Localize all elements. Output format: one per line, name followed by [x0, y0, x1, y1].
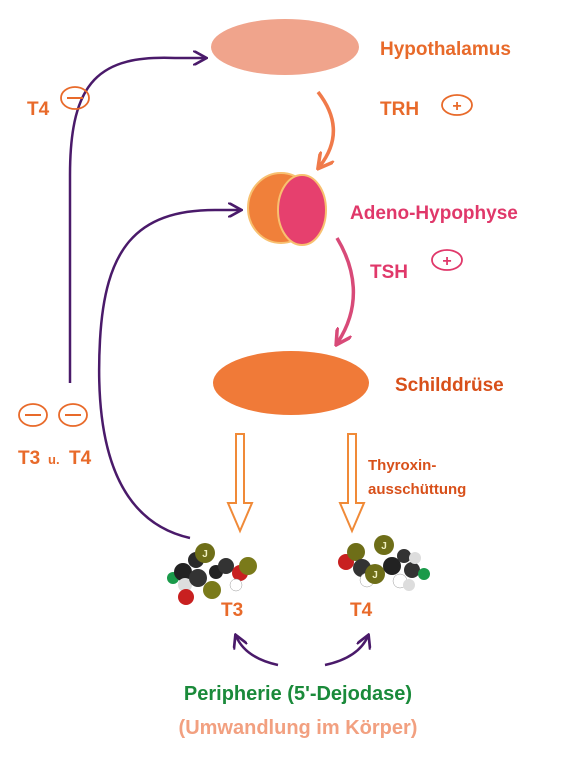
- thyroid-shape: [213, 351, 369, 415]
- svg-text:+: +: [442, 253, 451, 270]
- thyroxin-label-line2: ausschüttung: [368, 481, 466, 498]
- minus-circle-icon: [58, 403, 88, 427]
- t4-label: T4: [350, 600, 373, 621]
- minus-circle-icon: [60, 86, 90, 110]
- t3-feedback-label: T3: [18, 448, 40, 469]
- svg-text:J: J: [381, 541, 387, 552]
- umwandlung-label: (Umwandlung im Körper): [179, 717, 418, 739]
- hypothalamus-label: Hypothalamus: [380, 39, 511, 60]
- hypothalamus-shape: [211, 19, 359, 75]
- arrow-peripherie-to-t3: [236, 636, 279, 667]
- adeno-hypophysis-label: Adeno-Hypophyse: [350, 203, 518, 224]
- trh-label: TRH: [380, 99, 419, 120]
- peripherie-label: Peripherie (5'-Dejodase): [184, 683, 412, 705]
- molecule-icon: J: [167, 543, 257, 605]
- arrow-hypophysis-to-thyroid: [337, 237, 356, 342]
- arrow-hypothalamus-to-hypophysis: [318, 90, 335, 166]
- feedback-arrow-t3-to-hypophysis: [97, 210, 240, 540]
- plus-circle-icon: +: [431, 249, 463, 271]
- feedback-arrow-t4-to-hypothalamus: [68, 58, 205, 383]
- molecule-icon: J J: [338, 535, 430, 591]
- hollow-arrow-t3: [226, 433, 254, 534]
- minus-circle-icon: [18, 403, 48, 427]
- arrow-peripherie-to-t4: [324, 636, 368, 667]
- thyroxin-label-line1: Thyroxin-: [368, 457, 436, 474]
- t3-label: T3: [221, 600, 243, 621]
- hollow-arrow-t4: [338, 433, 366, 534]
- adeno-hypophysis-shape: [247, 172, 327, 246]
- t4-feedback-label: T4: [27, 99, 50, 120]
- svg-text:J: J: [202, 549, 208, 560]
- thyroid-label: Schilddrüse: [395, 375, 504, 396]
- and-label: u.: [48, 452, 60, 467]
- svg-text:J: J: [372, 570, 378, 581]
- svg-text:+: +: [452, 98, 461, 115]
- plus-circle-icon: +: [441, 94, 473, 116]
- tsh-label: TSH: [370, 262, 408, 283]
- t4-feedback-label-2: T4: [69, 448, 92, 469]
